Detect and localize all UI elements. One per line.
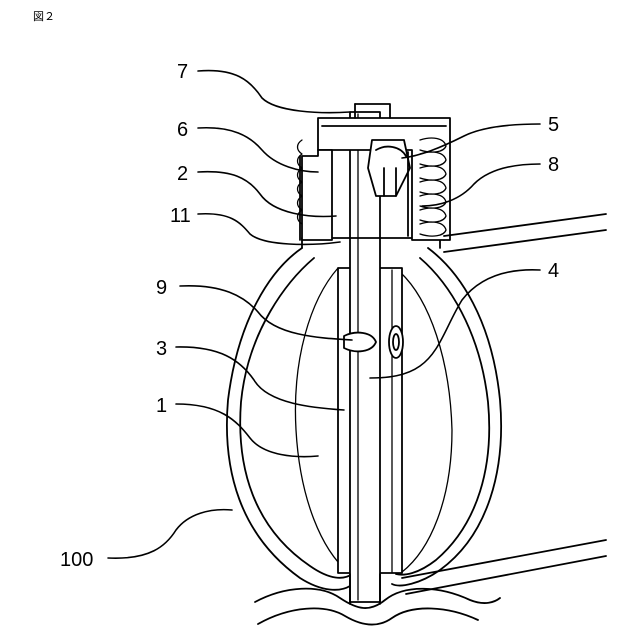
numeral-6: 6	[177, 119, 188, 141]
leader-7	[198, 71, 350, 113]
numeral-2: 2	[177, 163, 188, 185]
leader-100	[108, 510, 232, 559]
valve-head	[298, 104, 607, 252]
numeral-4: 4	[548, 260, 559, 282]
numeral-100: 100	[60, 549, 93, 571]
numeral-3: 3	[156, 338, 167, 360]
leader-1	[176, 404, 318, 457]
numeral-1: 1	[156, 395, 167, 417]
numeral-9: 9	[156, 277, 167, 299]
numeral-8: 8	[548, 154, 559, 176]
reference-numerals: 7 6 2 11 9 3 1 100 5 8 4	[60, 61, 559, 571]
leader-9	[180, 286, 352, 340]
numeral-5: 5	[548, 114, 559, 136]
side-tube	[402, 540, 606, 594]
leader-3	[176, 347, 344, 410]
numeral-11: 11	[170, 205, 191, 227]
numeral-7: 7	[177, 61, 188, 83]
